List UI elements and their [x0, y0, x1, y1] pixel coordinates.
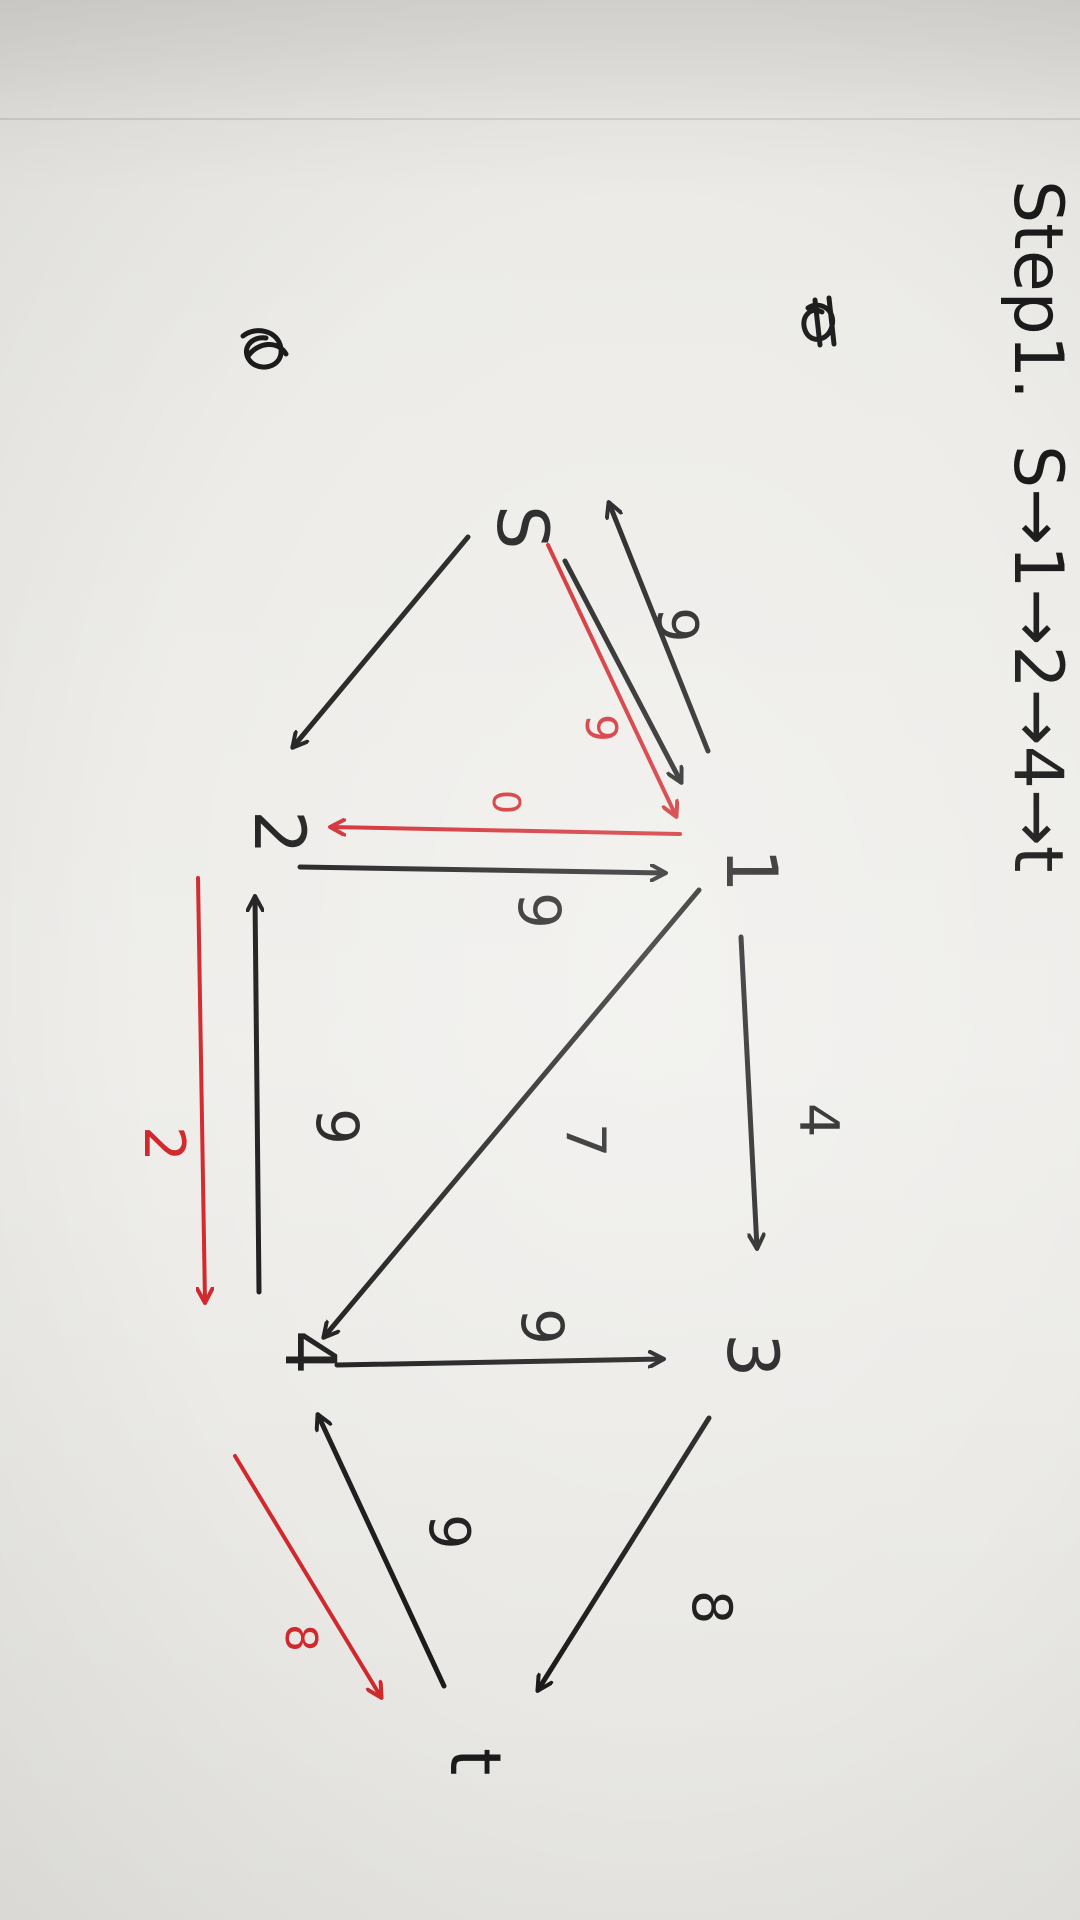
- edge-red-4-t: [233, 1454, 381, 1697]
- edge-2-1: [297, 867, 665, 873]
- edge-t-4: [318, 1415, 447, 1689]
- weight-1-4: 7: [554, 1123, 617, 1157]
- step-heading: Step1.: [998, 180, 1077, 400]
- edge-s-2: [293, 534, 471, 747]
- node-2: 2: [238, 810, 320, 855]
- weight-red-s-1: 9: [575, 714, 626, 742]
- weight-1-3: 4: [787, 1103, 850, 1137]
- weight-t-4: 9: [416, 1514, 481, 1550]
- node-3: 3: [711, 1333, 793, 1378]
- node-t: t: [434, 1748, 516, 1775]
- edge-1-4: [324, 887, 702, 1337]
- weight-3-t: 8: [680, 1590, 743, 1624]
- edge-red-s-1: [546, 543, 676, 816]
- edge-1-s: [609, 503, 711, 754]
- edge-s-1: [562, 558, 681, 782]
- path-heading: S→1→2→4→t: [998, 445, 1077, 873]
- weight-1-2: 9: [505, 892, 573, 929]
- edge-red-1-2: [331, 827, 682, 834]
- weight-red-1-2: 0: [484, 790, 528, 814]
- weight-s-1: 9: [644, 607, 709, 643]
- edge-3-t: [538, 1415, 712, 1690]
- weight-2-4: 9: [303, 1108, 371, 1145]
- scribble-mark-2: [240, 328, 289, 370]
- edge-red-2-4: [198, 876, 205, 1302]
- scribble-mark-1: [801, 295, 837, 348]
- weight-3-4: 9: [508, 1308, 576, 1345]
- edge-4-2: [255, 897, 259, 1295]
- paper-edge: [0, 0, 1080, 120]
- edge-1-3: [738, 934, 757, 1248]
- node-s: S: [481, 505, 563, 549]
- node-4: 4: [269, 1330, 351, 1375]
- node-1: 1: [710, 848, 792, 893]
- weight-red-4-t: 8: [275, 1624, 326, 1652]
- edge-4-3: [334, 1359, 663, 1365]
- weight-red-4-2: 2: [131, 1126, 196, 1162]
